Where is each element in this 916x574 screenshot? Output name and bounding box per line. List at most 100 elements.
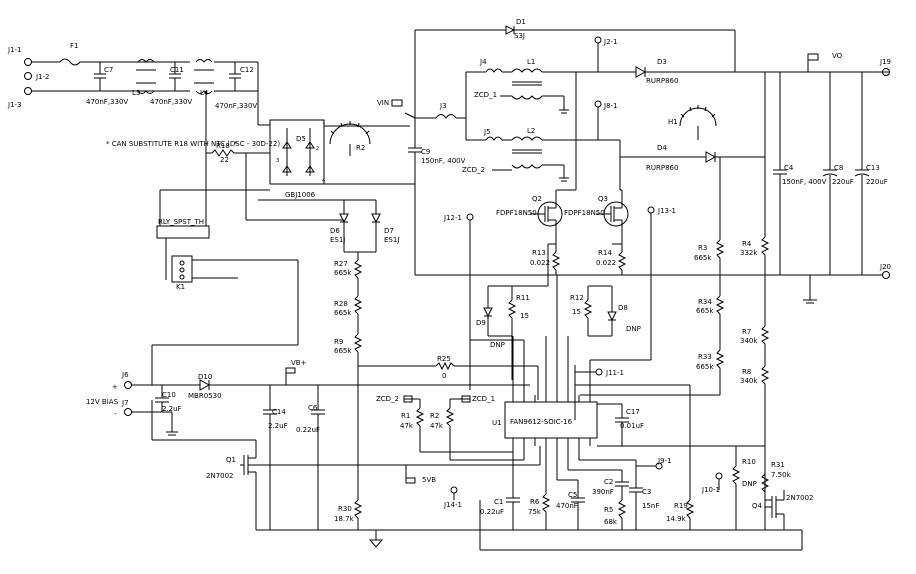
- r3-value: 665k: [694, 254, 712, 262]
- bias-plus: +: [112, 383, 118, 391]
- l2-transformer: [466, 136, 621, 190]
- right-divider-chain: [575, 157, 770, 530]
- r3-label: R3: [698, 244, 707, 252]
- r28-label: R28: [334, 300, 348, 308]
- j11-label: J11-1: [605, 369, 624, 377]
- c5-label: C5: [568, 491, 577, 499]
- output-caps: [415, 53, 890, 304]
- d5-pin4: 4: [322, 178, 325, 184]
- r27-value: 665k: [334, 269, 352, 277]
- output-diodes: [576, 66, 890, 237]
- h1-label: H1: [668, 118, 678, 126]
- c7-value: 470nF,330V: [86, 98, 128, 106]
- d10-label: D10: [198, 373, 212, 381]
- c4-label: C4: [784, 164, 794, 172]
- d7-label: D7: [384, 227, 394, 235]
- r9-label: R9: [334, 338, 343, 346]
- q3-part: FDPF18N50: [564, 209, 605, 217]
- j3-inductor: [415, 72, 467, 140]
- bias-label: 12V BIAS: [86, 398, 119, 406]
- c11-value: 470nF,330V: [150, 98, 192, 106]
- j1-1-terminal: [24, 58, 32, 66]
- r25-label: R25: [437, 355, 451, 363]
- r1-label: R1: [401, 412, 410, 420]
- j10-label: J10-1: [701, 486, 720, 494]
- q1-label: Q1: [226, 456, 236, 464]
- r34-label: R34: [698, 298, 712, 306]
- j6-label: J6: [121, 371, 129, 379]
- d4-value: RURP860: [646, 164, 678, 172]
- q1-part: 2N7002: [206, 472, 234, 480]
- f1-label: F1: [70, 42, 78, 50]
- r30-value: 18.7k: [334, 515, 355, 523]
- c10-label: C10: [162, 391, 176, 399]
- c8-label: C8: [834, 164, 843, 172]
- l3-label: L3: [132, 89, 140, 97]
- c9-value: 150nF, 400V: [421, 157, 466, 165]
- r6-value: 75k: [528, 508, 542, 516]
- q3-label: Q3: [598, 195, 608, 203]
- d4-label: D4: [657, 144, 667, 152]
- 5vb-label: 5VB: [422, 476, 436, 484]
- d5-part: GBJ1006: [285, 191, 316, 199]
- q4-part: 2N7002: [786, 494, 814, 502]
- ground-bus: [256, 529, 765, 548]
- c14-label: C14: [272, 408, 286, 416]
- bias-input: [124, 367, 530, 530]
- ntc-note: * CAN SUBSTITUTE R18 WITH NTC (DSC - 30D…: [106, 140, 280, 148]
- c10-value: 2.2uF: [162, 405, 182, 413]
- zcd1-label: ZCD_1: [474, 91, 497, 99]
- r33-label: R33: [698, 353, 712, 361]
- c3-label: C3: [642, 488, 651, 496]
- r14-value: 0.022: [596, 259, 616, 267]
- mosfet-q3: [596, 189, 629, 252]
- r28-value: 665k: [334, 309, 352, 317]
- input-wires: [31, 58, 259, 125]
- d7-value: ES1J: [384, 236, 399, 244]
- c2-label: C2: [604, 478, 613, 486]
- d1-label: D1: [516, 18, 526, 26]
- r10-label: R10: [742, 458, 756, 466]
- j1-3-terminal: [24, 87, 32, 95]
- j9-label: J9-1: [657, 457, 672, 465]
- c8-value: 220uF: [832, 178, 854, 186]
- c6-value: 0.22uF: [296, 426, 320, 434]
- r5-label: R5: [604, 506, 613, 514]
- r14-label: R14: [598, 249, 612, 257]
- j14-label: J14-1: [443, 501, 462, 509]
- d6-value: ES1J: [330, 236, 345, 244]
- r25-value: 0: [442, 372, 446, 380]
- c13-value: 220uF: [866, 178, 888, 186]
- d6-label: D6: [330, 227, 340, 235]
- r5-value: 68k: [604, 518, 618, 526]
- r31-value: 7.50k: [771, 471, 792, 479]
- bridge-rectifier-d5: [258, 119, 415, 185]
- zcd-resistors: [403, 395, 525, 461]
- test-points-mid: [466, 206, 655, 390]
- r11-value: 15: [520, 312, 529, 320]
- r6-label: R6: [530, 498, 540, 506]
- r34-value: 665k: [696, 307, 714, 315]
- sense-resistors: [547, 243, 627, 286]
- r8-label: R8: [742, 368, 751, 376]
- d5-label: D5: [296, 135, 306, 143]
- d3-value: RURP860: [646, 77, 678, 85]
- c9-label: C9: [421, 148, 430, 156]
- r18-star: *: [234, 140, 238, 148]
- d9-label: D9: [476, 319, 486, 327]
- j12-label: J12-1: [443, 214, 462, 222]
- j11-testpoint: [574, 365, 603, 420]
- j20-label: J20: [879, 263, 891, 271]
- vo-label: VO: [832, 52, 843, 60]
- r9-value: 665k: [334, 347, 352, 355]
- j3-label: J3: [439, 102, 447, 110]
- r30-label: R30: [338, 505, 352, 513]
- c13-label: C13: [866, 164, 880, 172]
- zcd1b-label: ZCD_1: [472, 395, 495, 403]
- r7-value: 340k: [740, 337, 758, 345]
- c2-value: 390nF: [592, 488, 614, 496]
- d8-dnp: DNP: [626, 325, 641, 333]
- r2-value: 47k: [430, 422, 444, 430]
